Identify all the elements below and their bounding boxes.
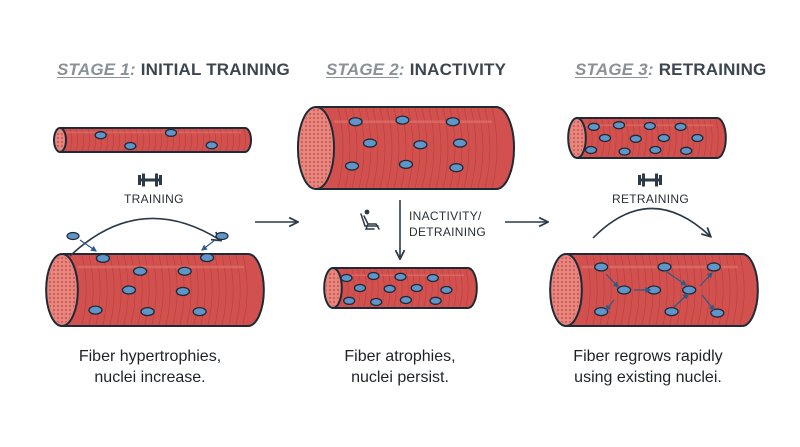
nucleus xyxy=(343,296,356,305)
nucleus xyxy=(199,252,215,263)
stage-1-title: STAGE 1 INITIAL TRAINING xyxy=(57,60,290,80)
nucleus xyxy=(598,133,612,143)
nucleus xyxy=(175,286,191,297)
stage-2-atrophied-fiber xyxy=(323,267,478,309)
nucleus xyxy=(594,262,609,272)
nucleus xyxy=(399,295,413,305)
nucleus xyxy=(449,163,464,173)
nucleus xyxy=(584,145,598,155)
stage-3-caption-line2: using existing nuclei. xyxy=(574,369,722,386)
stage-3-title-text: RETRAINING xyxy=(658,60,767,79)
nucleus xyxy=(612,121,626,130)
stage-1-caption: Fiber hypertrophies, nuclei increase. xyxy=(20,346,280,388)
nucleus xyxy=(452,138,468,148)
nucleus xyxy=(426,273,440,283)
stage-3-caption: Fiber regrows rapidly using existing nuc… xyxy=(518,346,778,388)
stage-3-nucleus-arrows xyxy=(605,269,715,311)
nucleus xyxy=(95,253,111,263)
nucleus xyxy=(353,283,367,293)
stage-3-caption-line1: Fiber regrows rapidly xyxy=(573,348,723,365)
nucleus xyxy=(132,266,148,276)
dumbbell-icon xyxy=(138,173,162,187)
nucleus xyxy=(140,306,155,317)
nucleus xyxy=(618,147,631,156)
nucleus xyxy=(367,271,380,281)
nucleus xyxy=(445,117,460,127)
stage-1-curved-arrow xyxy=(69,217,220,257)
nucleus xyxy=(657,133,670,143)
inactivity-label-line2: DETRAINING xyxy=(409,225,487,239)
stage-3-regrown-fiber xyxy=(549,253,759,327)
nucleus xyxy=(706,262,721,272)
nucleus xyxy=(413,140,428,150)
nucleus xyxy=(362,138,378,148)
nucleus xyxy=(383,284,396,293)
stage-2-fiber-before xyxy=(296,106,516,190)
stage-2-caption: Fiber atrophies, nuclei persist. xyxy=(270,346,530,388)
nucleus xyxy=(164,128,178,137)
stage-2-caption-line2: nuclei persist. xyxy=(351,369,449,386)
nucleus xyxy=(192,306,207,317)
nucleus xyxy=(205,141,218,150)
nucleus xyxy=(594,306,609,317)
nucleus xyxy=(124,141,137,151)
stage-1-number: STAGE 1 xyxy=(57,60,136,79)
retraining-label: RETRAINING xyxy=(612,192,690,206)
nucleus xyxy=(394,272,407,281)
stage-1-hypertrophied-fiber xyxy=(45,252,265,327)
migrating-nucleus-left xyxy=(66,231,80,241)
stage-2-caption-line1: Fiber atrophies, xyxy=(344,348,456,365)
stage-3-number: STAGE 3 xyxy=(575,60,654,79)
nucleus xyxy=(664,306,679,317)
stage-2-title-text: INACTIVITY xyxy=(409,60,507,79)
stage-1-title-text: INITIAL TRAINING xyxy=(140,60,290,79)
nucleus xyxy=(710,308,725,318)
stage-1-thin-fiber xyxy=(53,127,252,153)
stage-3-title: STAGE 3 RETRAINING xyxy=(575,60,766,80)
nucleus xyxy=(629,134,642,143)
nucleus xyxy=(94,131,107,140)
nucleus xyxy=(398,159,414,170)
stage-3-small-fiber xyxy=(567,117,727,159)
migrating-nucleus-right xyxy=(215,231,229,241)
stage-2-title: STAGE 2 INACTIVITY xyxy=(326,60,506,80)
nucleus xyxy=(680,146,693,155)
nucleus xyxy=(649,145,662,155)
nucleus xyxy=(177,266,192,276)
training-label: TRAINING xyxy=(124,192,184,206)
nucleus xyxy=(643,121,656,131)
nucleus xyxy=(340,273,353,283)
nucleus xyxy=(691,133,704,143)
inactivity-label-line1: INACTIVITY/ xyxy=(409,209,482,223)
nucleus xyxy=(121,285,137,295)
stage-1-caption-line2: nuclei increase. xyxy=(94,369,206,386)
reclining-person-icon xyxy=(360,209,380,230)
dumbbell-icon xyxy=(638,173,662,187)
nucleus xyxy=(370,297,383,307)
nucleus xyxy=(616,285,632,295)
nucleus xyxy=(440,285,453,295)
nucleus xyxy=(682,285,697,295)
nucleus xyxy=(410,283,423,293)
stage-3-curved-arrow xyxy=(592,207,710,239)
stage-2-number: STAGE 2 xyxy=(326,60,405,79)
nucleus xyxy=(674,122,687,131)
nucleus xyxy=(395,115,410,125)
nucleus xyxy=(88,305,103,315)
stage-1-caption-line1: Fiber hypertrophies, xyxy=(78,348,222,365)
nucleus xyxy=(429,296,442,305)
nucleus xyxy=(344,161,360,171)
nucleus xyxy=(587,122,600,131)
inactivity-label: INACTIVITY/ DETRAINING xyxy=(409,208,486,240)
nucleus xyxy=(348,117,363,127)
